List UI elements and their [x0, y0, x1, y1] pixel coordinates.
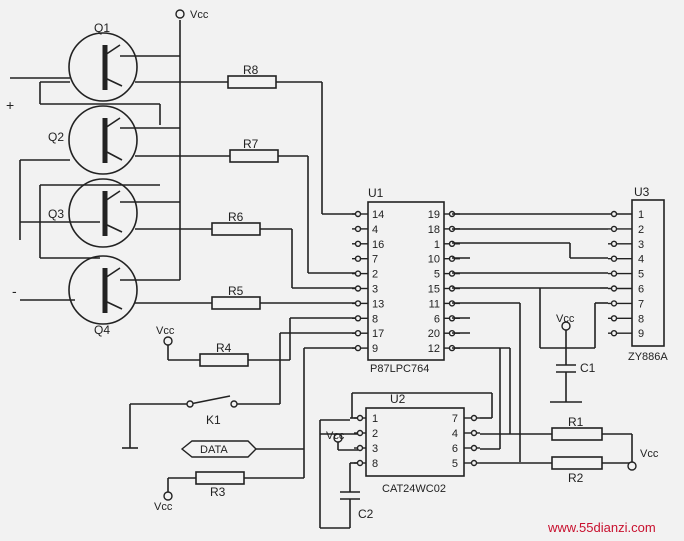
u1-left-pin-17: 17 — [372, 328, 384, 340]
u1-right-pin-15: 15 — [428, 284, 440, 296]
r4-body — [199, 353, 249, 367]
r6-body — [211, 222, 261, 236]
u2-body — [365, 407, 465, 477]
r4-label: R4 — [216, 341, 232, 355]
u3-pin-5: 5 — [638, 269, 644, 281]
u2-right-pin-5: 5 — [452, 458, 458, 470]
watermark: www.55dianzi.com — [547, 520, 656, 535]
u3-pin-8: 8 — [638, 313, 644, 325]
r7-label: R7 — [243, 137, 259, 151]
vcc-label-c1: Vcc — [556, 313, 575, 325]
q2-body — [68, 105, 138, 175]
r5-label: R5 — [228, 284, 244, 298]
u1-left-pin-2: 2 — [372, 269, 378, 281]
r3-label: R3 — [210, 485, 226, 499]
u2-right-pin-7: 7 — [452, 413, 458, 425]
q4-body — [68, 255, 138, 325]
u3-pin-3: 3 — [638, 239, 644, 251]
vcc-label-u2: Vcc — [326, 430, 345, 442]
r2-label: R2 — [568, 471, 584, 485]
r5-body — [211, 296, 261, 310]
u1-right-pin-12: 12 — [428, 343, 440, 355]
r1-label: R1 — [568, 415, 584, 429]
r2-body — [551, 456, 603, 470]
data-tag-shape — [180, 440, 257, 458]
r7-body — [229, 149, 279, 163]
u2-left-pin-8: 8 — [372, 458, 378, 470]
r8-body — [227, 75, 277, 89]
u1-body — [367, 201, 445, 361]
u1-right-pin-19: 19 — [428, 209, 440, 221]
data-tag-label: DATA — [200, 444, 228, 456]
r3-body — [195, 471, 245, 485]
u1-left-pin-7: 7 — [372, 254, 378, 266]
u1-part: P87LPC764 — [370, 363, 429, 375]
q1-label: Q1 — [94, 21, 110, 35]
u1-right-pin-18: 18 — [428, 224, 440, 236]
u1-left-pin-9: 9 — [372, 343, 378, 355]
u2-ref: U2 — [390, 392, 406, 406]
c2-label: C2 — [358, 507, 374, 521]
vcc-label-r4: Vcc — [156, 325, 175, 337]
u3-pin-1: 1 — [638, 209, 644, 221]
u3-pin-7: 7 — [638, 298, 644, 310]
r1-body — [551, 427, 603, 441]
u1-left-pin-16: 16 — [372, 239, 384, 251]
u2-left-pin-3: 3 — [372, 443, 378, 455]
u1-left-pin-4: 4 — [372, 224, 378, 236]
u3-ref: U3 — [634, 185, 650, 199]
plus-label: + — [6, 97, 14, 113]
u1-left-pin-14: 14 — [372, 209, 384, 221]
u3-pin-4: 4 — [638, 254, 644, 266]
u1-ref: U1 — [368, 186, 384, 200]
u3-pin-2: 2 — [638, 224, 644, 236]
u1-left-pin-13: 13 — [372, 298, 384, 310]
vcc-label-r1: Vcc — [640, 448, 659, 460]
u2-right-pin-6: 6 — [452, 443, 458, 455]
u2-left-pin-1: 1 — [372, 413, 378, 425]
u1-left-pin-3: 3 — [372, 284, 378, 296]
q3-body — [68, 178, 138, 248]
r8-label: R8 — [243, 63, 259, 77]
q1-body — [68, 32, 138, 102]
minus-label: - — [12, 283, 17, 299]
u1-right-pin-6: 6 — [434, 313, 440, 325]
q2-label: Q2 — [48, 130, 64, 144]
u3-pin-9: 9 — [638, 328, 644, 340]
u1-left-pin-8: 8 — [372, 313, 378, 325]
vcc-label-top: Vcc — [190, 9, 209, 21]
u1-right-pin-10: 10 — [428, 254, 440, 266]
u1-right-pin-1: 1 — [434, 239, 440, 251]
u2-right-pin-4: 4 — [452, 428, 458, 440]
u2-left-pin-2: 2 — [372, 428, 378, 440]
q4-label: Q4 — [94, 323, 110, 337]
r6-label: R6 — [228, 210, 244, 224]
u1-right-pin-11: 11 — [429, 298, 440, 310]
u1-right-pin-5: 5 — [434, 269, 440, 281]
c1-label: C1 — [580, 361, 596, 375]
vcc-label-r3: Vcc — [154, 501, 173, 513]
u3-pin-6: 6 — [638, 284, 644, 296]
k1-label: K1 — [206, 413, 221, 427]
u2-part: CAT24WC02 — [382, 483, 446, 495]
u1-right-pin-20: 20 — [428, 328, 440, 340]
u3-part: ZY886A — [628, 351, 668, 363]
q3-label: Q3 — [48, 207, 64, 221]
u3-body — [631, 199, 665, 347]
